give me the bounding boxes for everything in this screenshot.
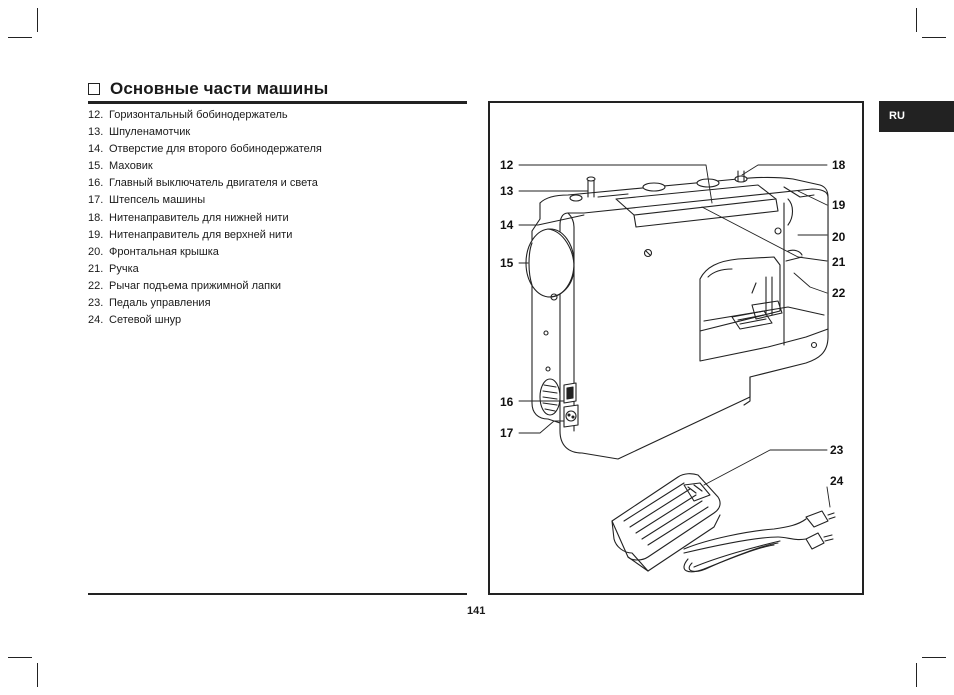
footer-rule	[88, 593, 467, 595]
item-number: 23.	[88, 297, 104, 310]
item-label: Горизонтальный бобинодержатель	[109, 109, 288, 121]
list-item: 19. Нитенаправитель для верхней нити	[88, 228, 322, 245]
figure-frame	[488, 101, 864, 595]
item-number: 14.	[88, 143, 104, 156]
crop-mark	[8, 37, 32, 38]
item-label: Педаль управления	[109, 297, 211, 310]
callout-12: 12	[500, 158, 514, 172]
crop-mark	[922, 37, 946, 38]
list-item: 15. Маховик	[88, 159, 322, 176]
item-number: 24.	[88, 314, 104, 327]
callout-14: 14	[500, 218, 514, 232]
callout-15: 15	[500, 256, 514, 270]
item-number: 19.	[88, 228, 104, 241]
item-label: Сетевой шнур	[109, 314, 182, 327]
item-label: Нитенаправитель для верхней нити	[109, 228, 293, 241]
callout-23: 23	[830, 443, 844, 457]
page-title: Основные части машины	[110, 79, 329, 98]
crop-mark	[922, 657, 946, 658]
item-number: 15.	[88, 160, 104, 173]
item-label: Маховик	[109, 160, 153, 173]
item-number: 22.	[88, 279, 104, 292]
leader-lines	[518, 164, 831, 508]
item-number: 20.	[88, 245, 104, 258]
list-item: 14. Отверстие для второго бобинодержателя	[88, 142, 322, 159]
crop-mark	[916, 8, 917, 32]
crop-mark	[916, 663, 917, 687]
callout-17: 17	[500, 426, 514, 440]
item-number: 17.	[88, 194, 104, 207]
power-cord	[683, 510, 836, 573]
item-label: Ручка	[109, 262, 139, 275]
item-label: Главный выключатель двигателя и света	[109, 177, 318, 190]
list-item: 22. Рычаг подъема прижимной лапки	[88, 279, 322, 296]
item-label: Отверстие для второго бобинодержателя	[109, 143, 322, 156]
item-label: Фронтальная крышка	[109, 245, 219, 258]
callout-20: 20	[832, 230, 846, 244]
list-item: 23. Педаль управления	[88, 296, 322, 313]
list-item: 17. Штепсель машины	[88, 193, 322, 210]
item-label: Нитенаправитель для нижней нити	[109, 211, 289, 224]
list-item: 20. Фронтальная крышка	[88, 245, 322, 262]
list-item: 12. Горизонтальный бобинодержатель	[88, 108, 322, 125]
foot-pedal	[611, 473, 721, 572]
callout-13: 13	[500, 184, 514, 198]
callout-16: 16	[500, 395, 514, 409]
language-tab: RU	[879, 101, 954, 132]
item-number: 13.	[88, 126, 104, 139]
checkbox-icon	[88, 83, 100, 95]
callout-19: 19	[832, 198, 846, 212]
callout-21: 21	[832, 255, 846, 269]
list-item: 18. Нитенаправитель для нижней нити	[88, 211, 322, 228]
machine-body	[525, 170, 829, 460]
item-label: Рычаг подъема прижимной лапки	[109, 279, 282, 292]
item-label: Шпуленамотчик	[109, 126, 191, 139]
parts-list: 12. Горизонтальный бобинодержатель 13. Шпу…	[88, 108, 322, 330]
list-item: 16. Главный выключатель двигателя и света	[88, 176, 322, 193]
item-number: 18.	[88, 211, 104, 224]
section-header: Основные части машины	[88, 79, 328, 99]
callout-24: 24	[830, 474, 844, 488]
list-item: 24. Сетевой шнур	[88, 313, 322, 330]
item-number: 21.	[88, 262, 104, 275]
page-number: 141	[467, 605, 486, 617]
crop-mark	[8, 657, 32, 658]
crop-mark	[37, 663, 38, 687]
list-item: 21. Ручка	[88, 262, 322, 279]
callout-18: 18	[832, 158, 846, 172]
item-number: 16.	[88, 177, 104, 190]
sewing-machine-diagram: 12 13 14 15 16 17 18 19 20 21 22 23 24	[500, 158, 846, 573]
callout-22: 22	[832, 286, 846, 300]
header-rule	[88, 101, 467, 104]
crop-mark	[37, 8, 38, 32]
item-number: 12.	[88, 109, 104, 121]
list-item: 13. Шпуленамотчик	[88, 125, 322, 142]
item-label: Штепсель машины	[109, 194, 206, 207]
